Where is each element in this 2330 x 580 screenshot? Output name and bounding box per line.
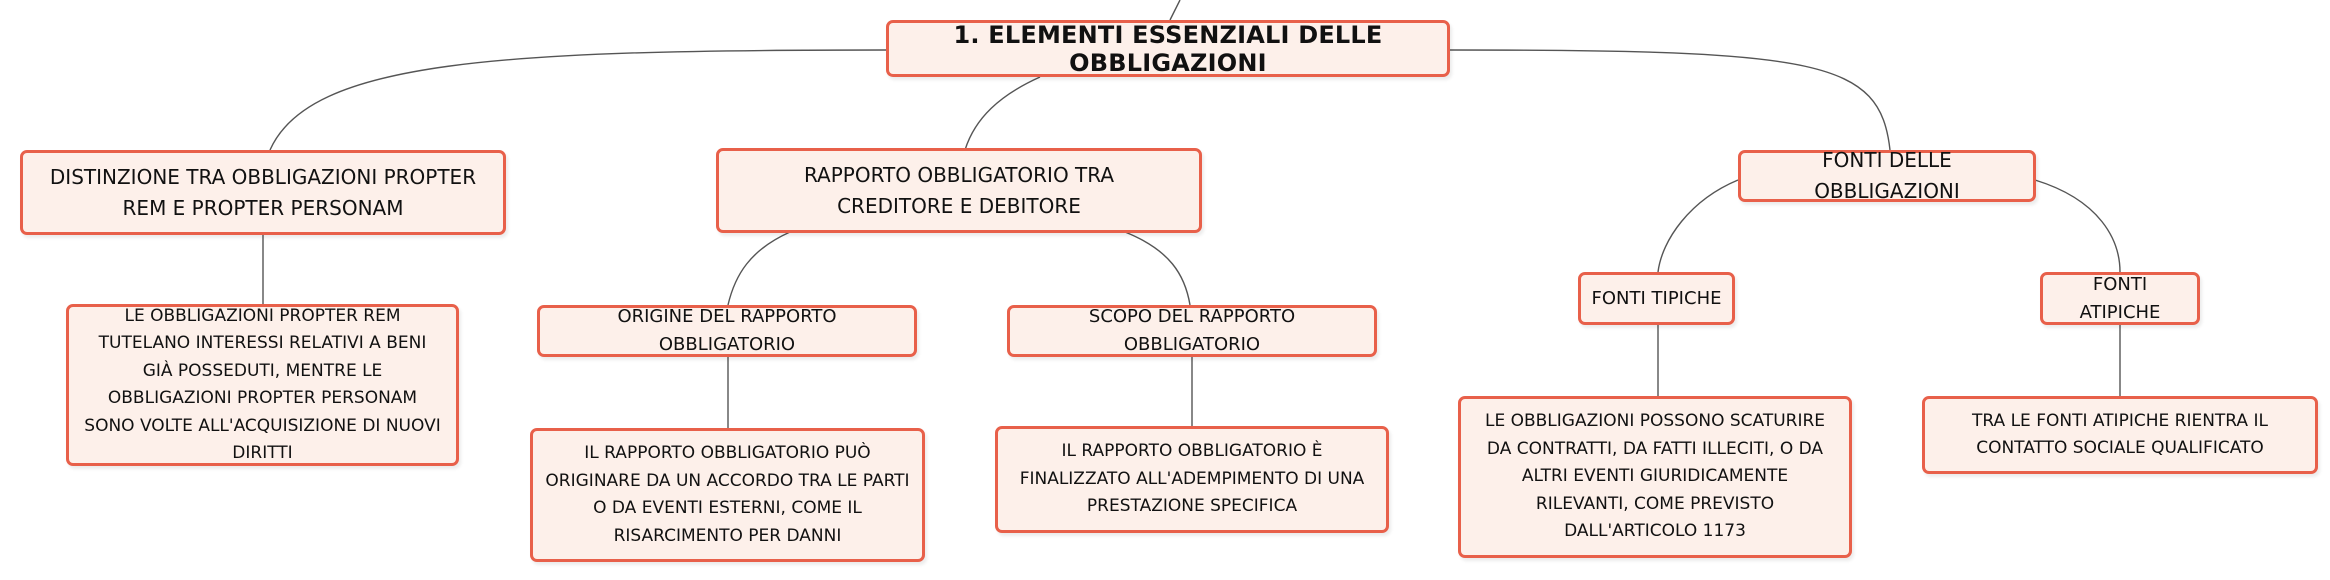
node-atipiche-detail[interactable]: TRA LE FONTI ATIPICHE RIENTRA IL CONTATT…: [1922, 396, 2318, 474]
connector-fonti-to-atipiche: [2034, 179, 2121, 273]
node-atipiche-detail-text: TRA LE FONTI ATIPICHE RIENTRA IL CONTATT…: [1972, 410, 2268, 459]
node-fonti[interactable]: FONTI DELLE OBBLIGAZIONI: [1738, 148, 2036, 203]
connector-fonti-to-tipiche: [1657, 179, 1739, 273]
node-scopo-detail[interactable]: IL RAPPORTO OBBLIGATORIO È FINALIZZATO A…: [995, 426, 1389, 533]
node-tipiche-detail[interactable]: LE OBBLIGAZIONI POSSONO SCATURIRE DA CON…: [1458, 396, 1852, 558]
connector-root-to-distinzione: [269, 49, 887, 151]
node-distinzione-detail[interactable]: LE OBBLIGAZIONI PROPTER REM TUTELANO INT…: [66, 304, 459, 466]
node-rapporto[interactable]: RAPPORTO OBBLIGATORIO TRA CREDITORE E DE…: [716, 148, 1202, 233]
root-node[interactable]: 1. ELEMENTI ESSENZIALI DELLE OBBLIGAZION…: [886, 20, 1450, 77]
node-tipiche[interactable]: FONTI TIPICHE: [1578, 272, 1735, 325]
node-origine-detail[interactable]: IL RAPPORTO OBBLIGATORIO PUÒ ORIGINARE D…: [530, 428, 925, 562]
node-scopo-label: SCOPO DEL RAPPORTO OBBLIGATORIO: [1088, 306, 1296, 355]
connector-root-to-fonti: [1449, 49, 1891, 151]
node-scopo[interactable]: SCOPO DEL RAPPORTO OBBLIGATORIO: [1007, 305, 1377, 357]
node-tipiche-label: FONTI TIPICHE: [1591, 287, 1722, 309]
connector-top-stub: [1169, 0, 1181, 21]
node-scopo-detail-text: IL RAPPORTO OBBLIGATORIO È FINALIZZATO A…: [1019, 441, 1365, 517]
node-distinzione-label: DISTINZIONE TRA OBBLIGAZIONI PROPTER REM…: [49, 164, 477, 220]
node-atipiche-label: FONTI ATIPICHE: [2079, 273, 2161, 323]
node-origine[interactable]: ORIGINE DEL RAPPORTO OBBLIGATORIO: [537, 305, 917, 357]
connector-root-to-rapporto: [964, 76, 1041, 151]
node-fonti-label: FONTI DELLE OBBLIGAZIONI: [1814, 148, 1960, 203]
node-origine-detail-text: IL RAPPORTO OBBLIGATORIO PUÒ ORIGINARE D…: [545, 443, 910, 546]
node-distinzione[interactable]: DISTINZIONE TRA OBBLIGAZIONI PROPTER REM…: [20, 150, 506, 235]
node-tipiche-detail-text: LE OBBLIGAZIONI POSSONO SCATURIRE DA CON…: [1484, 411, 1826, 542]
node-distinzione-detail-text: LE OBBLIGAZIONI PROPTER REM TUTELANO INT…: [84, 305, 441, 464]
node-origine-label: ORIGINE DEL RAPPORTO OBBLIGATORIO: [617, 306, 837, 355]
node-rapporto-label: RAPPORTO OBBLIGATORIO TRA CREDITORE E DE…: [803, 162, 1115, 218]
connector-rapporto-to-origine: [727, 231, 791, 306]
connector-rapporto-to-scopo: [1124, 231, 1191, 306]
node-atipiche[interactable]: FONTI ATIPICHE: [2040, 272, 2200, 325]
root-node-label: 1. ELEMENTI ESSENZIALI DELLE OBBLIGAZION…: [953, 20, 1383, 77]
